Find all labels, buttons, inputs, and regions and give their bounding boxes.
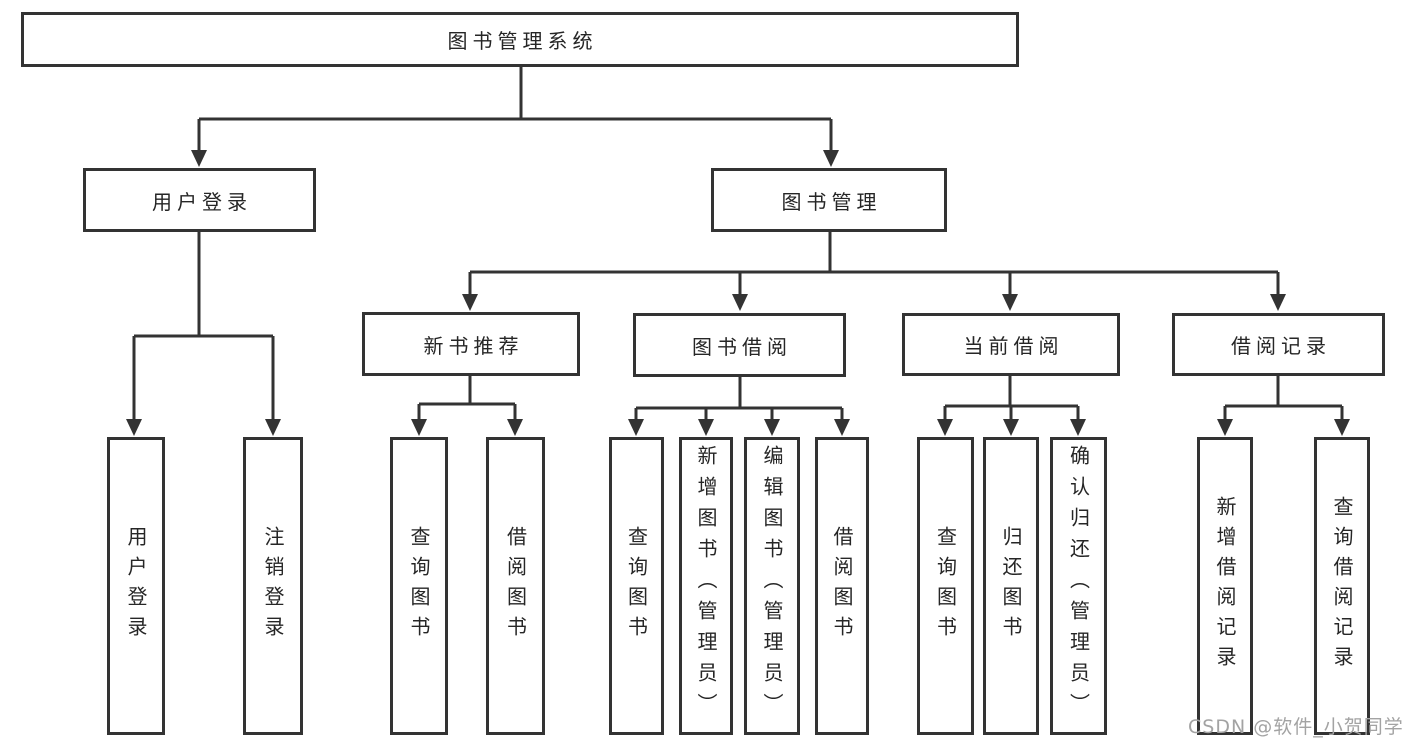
node-label: 当前借阅 (963, 334, 1064, 358)
connector-current-borrow-to-leaves (937, 376, 1086, 436)
node-label: 用户登录 (124, 526, 148, 646)
node-label: 借阅图书 (503, 526, 528, 646)
leaf-bb-edit-book-admin: 编辑图书（管理员） (744, 437, 800, 735)
node-user-login: 用户登录 (83, 168, 316, 232)
leaf-rec-borrow-book: 借阅图书 (486, 437, 545, 735)
connector-borrow-records-to-leaves (1217, 376, 1350, 436)
node-new-book-recommendation: 新书推荐 (362, 312, 580, 376)
leaf-bb-query-book: 查询图书 (609, 437, 664, 735)
leaf-bb-add-book-admin: 新增图书（管理员） (679, 437, 733, 735)
node-root: 图书管理系统 (21, 12, 1019, 67)
node-borrowing-records: 借阅记录 (1172, 313, 1385, 376)
node-label: 查询图书 (407, 526, 431, 646)
leaf-user-login: 用户登录 (107, 437, 165, 735)
node-label: 新书推荐 (423, 333, 524, 358)
leaf-logout: 注销登录 (243, 437, 303, 735)
node-label: 编辑图书（管理员） (760, 445, 784, 724)
node-label: 查询借阅记录 (1330, 496, 1354, 676)
node-label: 归还图书 (999, 526, 1023, 646)
connector-book-management-to-level3 (462, 232, 1286, 311)
leaf-bb-borrow-book: 借阅图书 (815, 437, 869, 735)
leaf-br-query-record: 查询借阅记录 (1314, 437, 1370, 735)
node-current-borrowing: 当前借阅 (902, 313, 1120, 376)
connector-book-borrow-to-leaves (628, 377, 850, 436)
leaf-rec-query-book: 查询图书 (390, 437, 448, 735)
node-label: 新增图书（管理员） (694, 445, 718, 724)
node-label: 查询图书 (933, 526, 958, 646)
node-book-management: 图书管理 (711, 168, 947, 232)
node-label: 图书管理 (781, 189, 882, 214)
leaf-cb-return-book: 归还图书 (983, 437, 1039, 735)
connector-user-login-to-leaves (126, 232, 281, 436)
node-label: 图书借阅 (692, 334, 792, 359)
watermark: CSDN @软件_小贺同学 (1188, 716, 1404, 738)
node-label: 用户登录 (152, 189, 252, 214)
node-label: 注销登录 (261, 526, 285, 646)
connector-new-book-rec-to-leaves (411, 376, 523, 436)
leaf-br-add-record: 新增借阅记录 (1197, 437, 1253, 735)
connector-root-to-level2 (191, 67, 839, 167)
node-label: 查询图书 (624, 526, 649, 646)
node-book-borrowing: 图书借阅 (633, 313, 846, 377)
leaf-cb-query-book: 查询图书 (917, 437, 974, 735)
node-label: 借阅记录 (1231, 334, 1331, 358)
node-label: 新增借阅记录 (1213, 496, 1237, 676)
node-label: 图书管理系统 (447, 29, 598, 53)
node-label: 确认归还（管理员） (1066, 445, 1091, 724)
leaf-cb-confirm-return-admin: 确认归还（管理员） (1050, 437, 1107, 735)
node-label: 借阅图书 (830, 526, 854, 646)
